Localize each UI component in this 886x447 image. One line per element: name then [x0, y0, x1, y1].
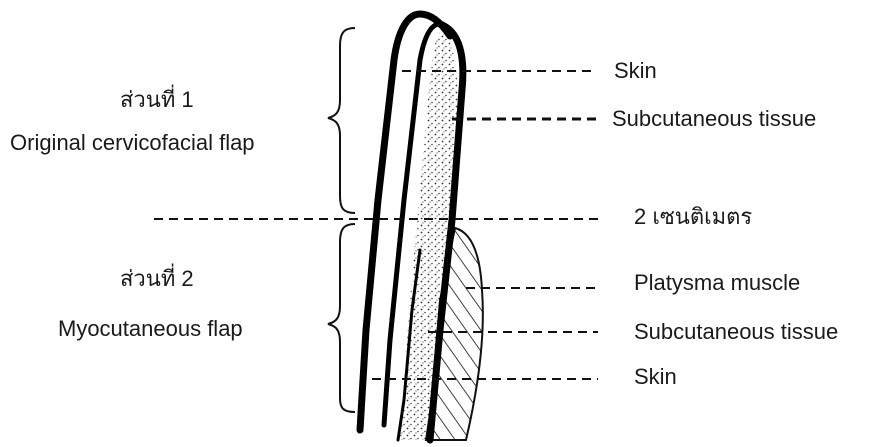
label-subcutaneous-lower: Subcutaneous tissue — [634, 321, 838, 343]
label-skin-lower: Skin — [634, 366, 677, 388]
section2-title: ส่วนที่ 2 — [120, 268, 194, 290]
label-divider: 2 เซนติเมตร — [634, 206, 752, 228]
section1-title: ส่วนที่ 1 — [120, 89, 194, 111]
section2-brace — [328, 224, 355, 412]
label-skin-upper: Skin — [614, 60, 657, 82]
section1-brace — [328, 28, 355, 213]
section2-subtitle: Myocutaneous flap — [58, 318, 243, 340]
section1-subtitle: Original cervicofacial flap — [10, 132, 255, 154]
label-platysma: Platysma muscle — [634, 272, 800, 294]
label-subcutaneous-upper: Subcutaneous tissue — [612, 108, 816, 130]
